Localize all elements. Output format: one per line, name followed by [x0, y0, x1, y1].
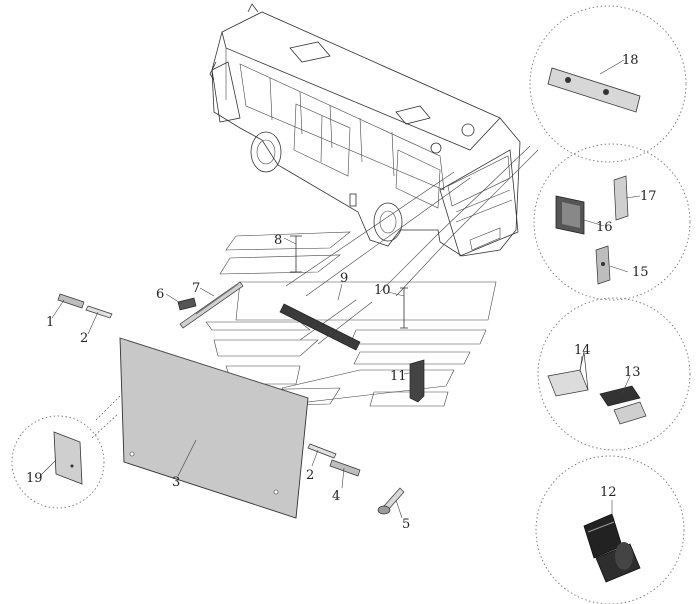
part-19-detail — [11, 395, 121, 509]
callout-2: 2 — [80, 331, 88, 346]
callout-7: 7 — [192, 281, 200, 296]
callout-8: 8 — [274, 233, 282, 248]
part-8-bracket — [290, 235, 302, 273]
callout-6: 6 — [156, 287, 164, 302]
callout-13: 13 — [624, 365, 641, 380]
callout-18: 18 — [622, 53, 639, 68]
callout-11: 11 — [390, 369, 407, 384]
part-18-detail — [529, 5, 687, 163]
part-9-seal-strip — [279, 303, 361, 351]
callout-15: 15 — [632, 265, 649, 280]
part-11-latch — [409, 359, 425, 403]
callout-9: 9 — [340, 271, 348, 286]
part-2-pin-upper — [85, 305, 113, 319]
part-6-clip — [177, 297, 197, 311]
callout-12: 12 — [600, 485, 617, 500]
part-3-panel — [119, 337, 309, 519]
part-7-gas-strut — [179, 281, 244, 329]
part-2-pin-lower — [307, 443, 337, 459]
callout-4: 4 — [332, 489, 340, 504]
callout-19: 19 — [26, 471, 43, 486]
callout-17: 17 — [640, 189, 657, 204]
bus-illustration — [209, 3, 521, 257]
part-1-hinge — [57, 293, 85, 309]
part-12-detail — [535, 455, 685, 604]
part-5-bolt — [377, 487, 405, 515]
callout-14: 14 — [574, 343, 591, 358]
panel-outlines — [205, 145, 539, 407]
callout-2-lower: 2 — [306, 468, 314, 483]
callout-1: 1 — [46, 315, 54, 330]
part-4-hinge — [329, 459, 361, 477]
parts-13-14-detail — [537, 297, 691, 451]
callout-16: 16 — [596, 220, 613, 235]
callout-5: 5 — [402, 517, 410, 532]
callout-labels: 1 2 2 3 4 5 6 7 8 9 10 11 12 13 14 15 16… — [26, 53, 657, 532]
part-10-bracket — [400, 287, 408, 329]
callout-10: 10 — [374, 283, 391, 298]
parts-15-16-17-detail — [533, 143, 691, 301]
callout-3: 3 — [172, 475, 180, 490]
leader-lines — [39, 59, 641, 519]
